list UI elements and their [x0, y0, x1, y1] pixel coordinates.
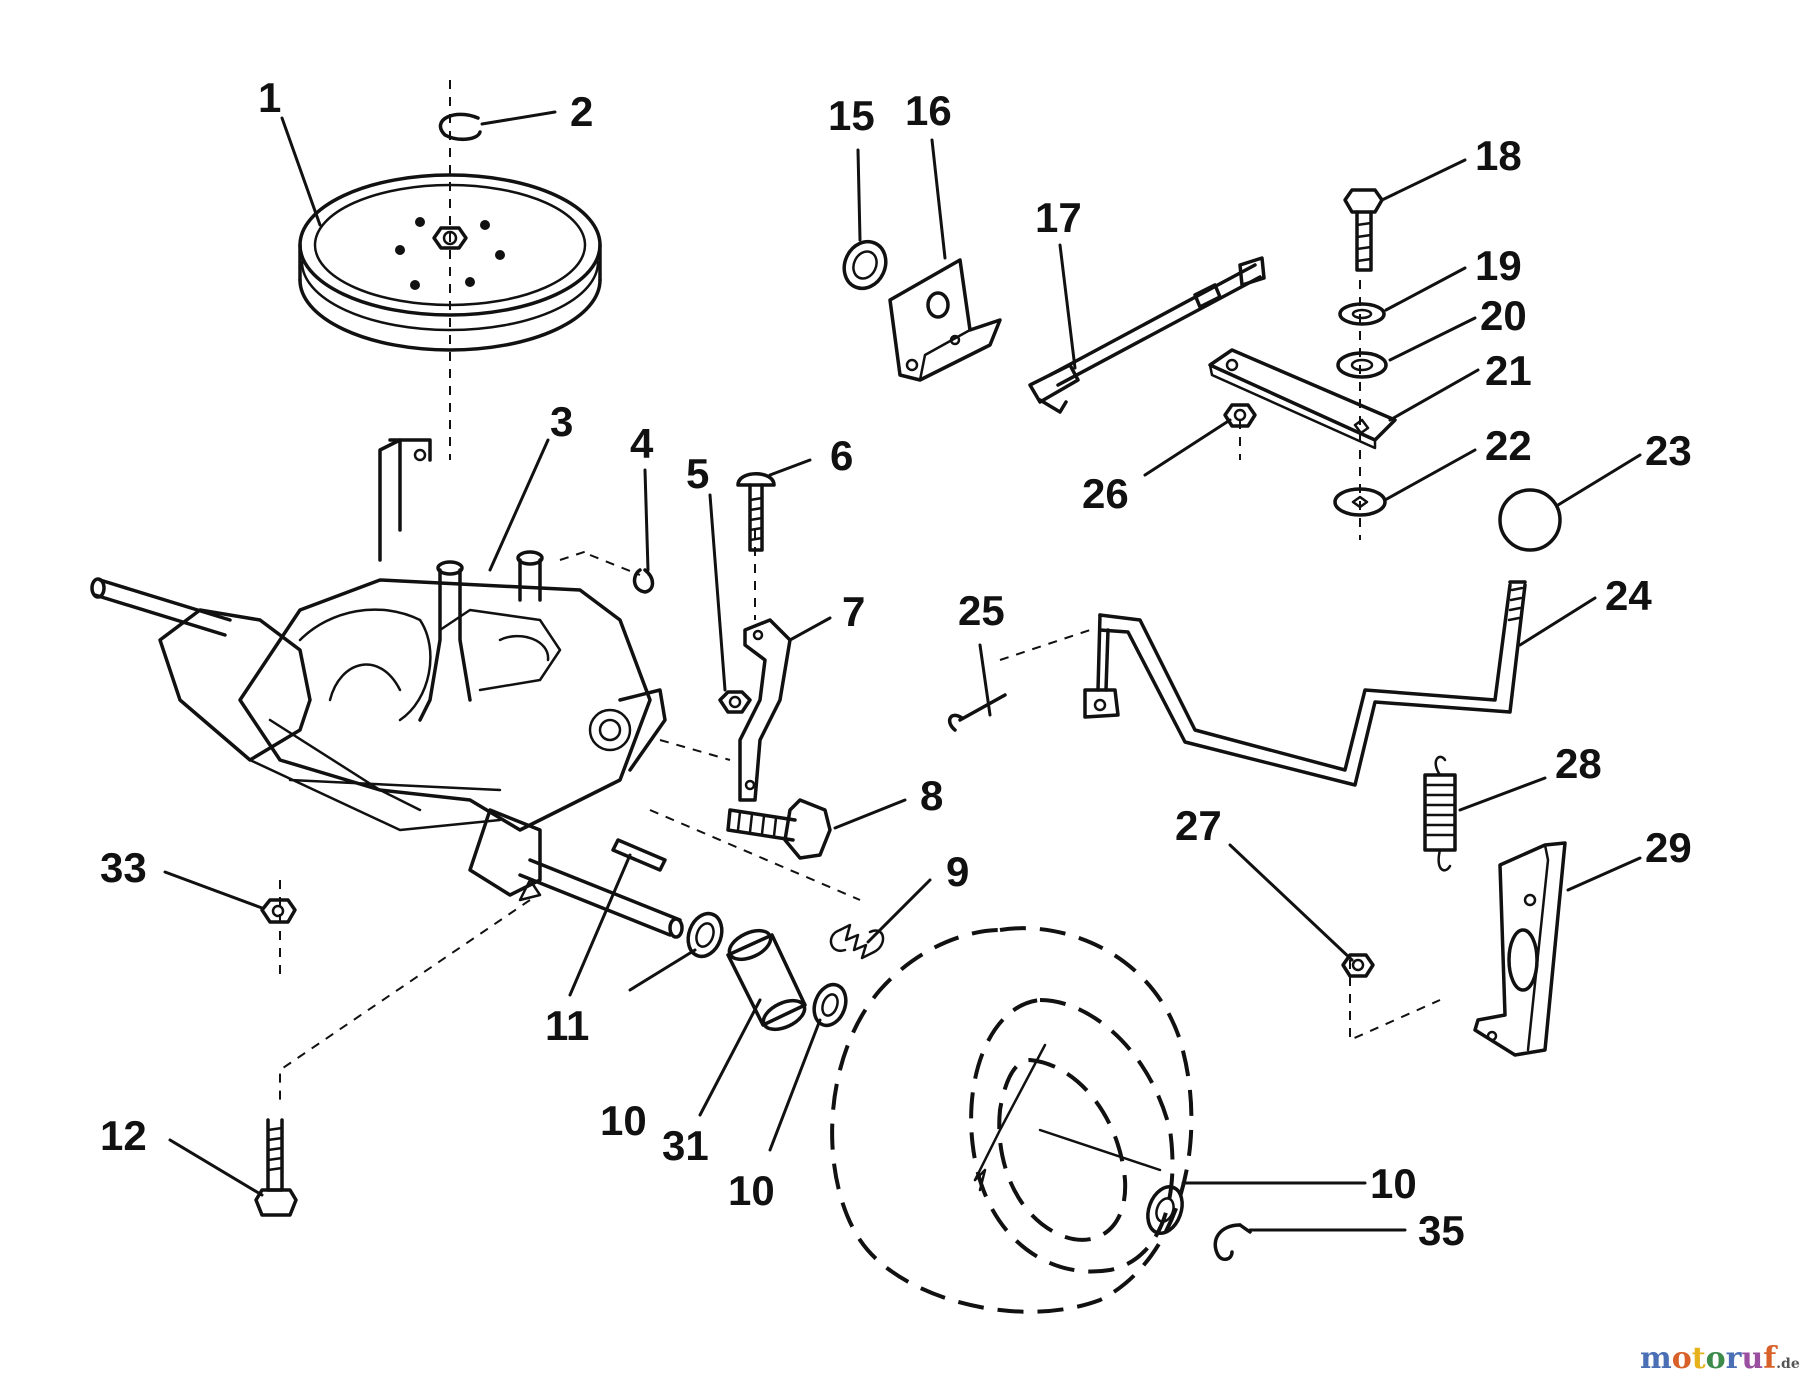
spring-part-9 [829, 923, 885, 960]
callout-11: 11 [545, 1002, 589, 1049]
callout-35: 35 [1418, 1207, 1465, 1254]
callout-5: 5 [686, 450, 709, 497]
svg-text:motoruf.de: motoruf.de [1640, 1341, 1800, 1376]
callout-23: 23 [1645, 427, 1692, 474]
callout-6: 6 [830, 432, 853, 479]
callout-16: 16 [905, 87, 952, 134]
hex-bolt-part-18 [1343, 188, 1384, 272]
callout-24: 24 [1605, 572, 1652, 619]
bracket-part-16 [888, 258, 1002, 382]
leader-lines [163, 110, 1642, 1232]
callout-28: 28 [1555, 740, 1602, 787]
callout-10c: 10 [1370, 1160, 1417, 1207]
callout-2: 2 [570, 88, 593, 135]
key-part-11 [611, 838, 667, 872]
callout-19: 19 [1475, 242, 1522, 289]
washer-part-20 [1336, 351, 1388, 379]
callout-10a: 10 [600, 1097, 647, 1144]
callout-3: 3 [550, 398, 573, 445]
nut-part-27 [1341, 953, 1375, 978]
washer-part-10a [686, 911, 724, 959]
rod-part-17 [1028, 256, 1266, 414]
callout-4: 4 [630, 420, 654, 467]
washer-part-10b [812, 982, 848, 1028]
knob-part-23 [1498, 488, 1562, 552]
callout-20: 20 [1480, 292, 1527, 339]
washer-part-15 [842, 239, 888, 291]
transaxle-part [90, 438, 684, 939]
hex-bolt-part-8 [726, 798, 832, 860]
callout-26: 26 [1082, 470, 1129, 517]
callout-25: 25 [958, 587, 1005, 634]
washer-part-19 [1338, 302, 1386, 326]
callout-10b: 10 [728, 1167, 775, 1214]
retaining-clip-part [438, 112, 482, 141]
spring-part-28 [1423, 755, 1457, 872]
callout-33: 33 [100, 844, 147, 891]
cotter-pin-part [632, 568, 655, 594]
hex-bolt-part-12 [254, 1118, 298, 1217]
carriage-bolt-part [736, 472, 776, 552]
link-plate-part-21 [1208, 348, 1397, 450]
callout-7: 7 [842, 588, 865, 635]
callout-8: 8 [920, 772, 943, 819]
callout-1: 1 [258, 74, 281, 121]
callout-29: 29 [1645, 824, 1692, 871]
callout-31: 31 [662, 1122, 709, 1169]
callout-17: 17 [1035, 194, 1082, 241]
callout-21: 21 [1485, 347, 1532, 394]
callout-12: 12 [100, 1112, 147, 1159]
pulley-part [298, 173, 602, 352]
callout-9: 9 [946, 848, 969, 895]
shift-lever-part-24 [1083, 580, 1527, 787]
nut-part-5 [718, 690, 752, 714]
retaining-clip-part-35 [1213, 1223, 1252, 1261]
nut-part-33 [260, 898, 297, 924]
nut-part-26 [1223, 403, 1257, 428]
bracket-part-7 [738, 618, 792, 802]
bracket-part-29 [1473, 841, 1567, 1057]
callout-22: 22 [1485, 422, 1532, 469]
wheel-outline [830, 926, 1194, 1314]
spacer-part-31 [726, 928, 807, 1032]
callout-labels: 1 2 3 4 5 6 7 8 9 10 10 10 11 12 15 16 1… [100, 74, 1692, 1254]
callout-18: 18 [1475, 132, 1522, 179]
motoruf-logo: motoruf.de [1640, 1341, 1800, 1376]
callout-15: 15 [828, 92, 875, 139]
cotter-pin-part-25 [947, 693, 1007, 732]
callout-27: 27 [1175, 802, 1222, 849]
washer-part-22 [1333, 487, 1387, 517]
